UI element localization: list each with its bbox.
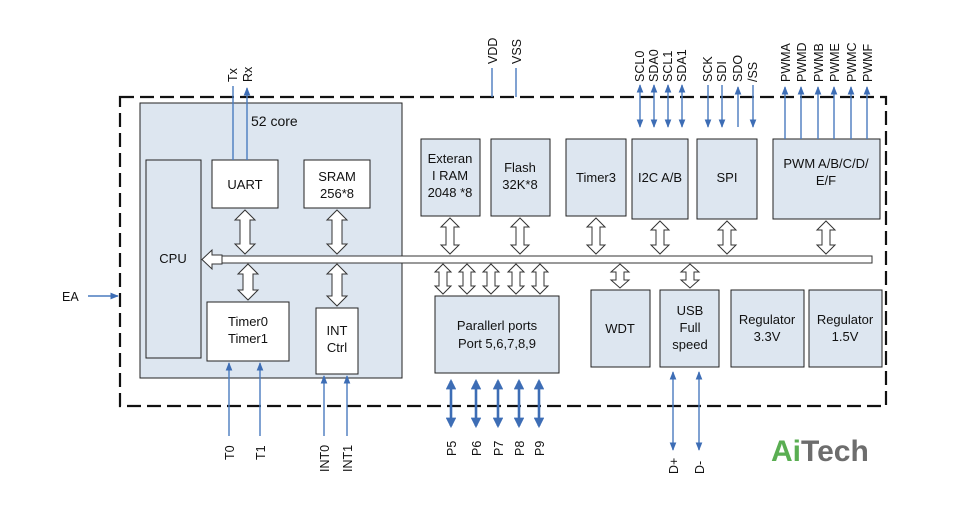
i2c-block [631, 138, 689, 220]
parallel-label-1: Parallerl ports [457, 318, 538, 333]
ext-ram-block [420, 138, 481, 217]
flash-label-1: Flash [504, 160, 536, 175]
pwme-pin-label: PWME [828, 43, 842, 82]
chip-boundary [118, 95, 888, 408]
i2c-label: I2C A/B [638, 170, 682, 185]
lower-bus-arrows [433, 263, 701, 295]
int1-pin-label: INT1 [341, 445, 355, 472]
sda1-pin-label: SDA1 [675, 49, 689, 82]
parallel-ports-block [434, 295, 560, 374]
usb-block [659, 289, 720, 368]
core-bus-arrows [233, 209, 349, 307]
cpu-block [145, 159, 202, 359]
sck-pin-label: SCK [701, 56, 715, 82]
sdo-pin-label: SDO [731, 55, 745, 82]
usb-label-2: Full [680, 320, 701, 335]
i2c-pins [636, 84, 686, 128]
int-ctrl-label-1: INT [327, 323, 348, 338]
sram-label-1: SRAM [318, 169, 356, 184]
pwm-label-1: PWM A/B/C/D/ [783, 156, 869, 171]
p6-pin-label: P6 [470, 441, 484, 456]
regulator-15-block [808, 289, 883, 368]
upper-bus-arrows [439, 217, 837, 255]
pwma-pin-label: PWMA [779, 42, 793, 82]
timer01-block [206, 301, 290, 362]
pwmb-pin-label: PWMB [812, 43, 826, 82]
reg15-label-2: 1.5V [832, 329, 859, 344]
ext-ram-label-3: 2048 *8 [428, 185, 473, 200]
reg33-label-2: 3.3V [754, 329, 781, 344]
ea-pin-label: EA [62, 290, 79, 304]
t1-pin-label: T1 [254, 445, 268, 460]
ss-pin-label: /SS [746, 62, 760, 82]
p5-pin-label: P5 [445, 441, 459, 456]
timer01-label-2: Timer1 [228, 331, 268, 346]
pwmd-pin-label: PWMD [795, 42, 809, 82]
parallel-label-2: Port 5,6,7,8,9 [458, 336, 536, 351]
watermark-tech: Tech [801, 435, 869, 468]
pwm-block [772, 138, 881, 220]
core-title: 52 core [251, 113, 298, 129]
uart-label: UART [227, 177, 262, 192]
usb-label-3: speed [672, 337, 707, 352]
tx-pin-label: Tx [226, 67, 240, 82]
usb-label-1: USB [677, 303, 704, 318]
timer3-block [565, 138, 627, 217]
dminus-pin-label: D- [693, 461, 707, 474]
t0-pin-label: T0 [223, 445, 237, 460]
p9-pin-label: P9 [533, 441, 547, 456]
vdd-pin-label: VDD [486, 38, 500, 64]
pwm-pins [781, 86, 871, 139]
flash-label-2: 32K*8 [502, 177, 537, 192]
reg15-label-1: Regulator [817, 312, 874, 327]
wdt-block [590, 289, 651, 368]
cpu-label: CPU [159, 251, 186, 266]
vss-pin-label: VSS [510, 39, 524, 64]
port-pins [445, 378, 545, 429]
pwmc-pin-label: PWMC [845, 42, 859, 82]
scl0-pin-label: SCL0 [633, 51, 647, 82]
wdt-label: WDT [605, 321, 635, 336]
watermark-ai: Ai [771, 435, 801, 468]
reg33-label-1: Regulator [739, 312, 796, 327]
p7-pin-label: P7 [492, 441, 506, 456]
timer01-label-1: Timer0 [228, 314, 268, 329]
spi-pins [704, 85, 757, 128]
int-ctrl-block [315, 307, 359, 375]
spi-block [696, 138, 758, 220]
aitech-watermark: AiTech [771, 435, 869, 468]
scl1-pin-label: SCL1 [661, 51, 675, 82]
ext-ram-label-2: I RAM [432, 168, 468, 183]
p8-pin-label: P8 [513, 441, 527, 456]
rx-pin-label: Rx [241, 66, 255, 82]
pwmf-pin-label: PWMF [861, 43, 875, 82]
sda0-pin-label: SDA0 [647, 49, 661, 82]
cpu-bus-arrow [201, 248, 223, 271]
sram-label-2: 256*8 [320, 186, 354, 201]
pwm-label-2: E/F [816, 173, 836, 188]
ext-ram-label-1: Exteran [428, 151, 473, 166]
sdi-pin-label: SDI [715, 61, 729, 82]
timer3-label: Timer3 [576, 170, 616, 185]
spi-label: SPI [717, 170, 738, 185]
uart-block [211, 159, 279, 209]
regulator-33-block [730, 289, 805, 368]
sram-block [303, 159, 371, 209]
int0-pin-label: INT0 [318, 445, 332, 472]
dplus-pin-label: D+ [667, 458, 681, 474]
int-ctrl-label-2: Ctrl [327, 340, 347, 355]
flash-block [490, 138, 551, 217]
system-bus [219, 255, 873, 264]
